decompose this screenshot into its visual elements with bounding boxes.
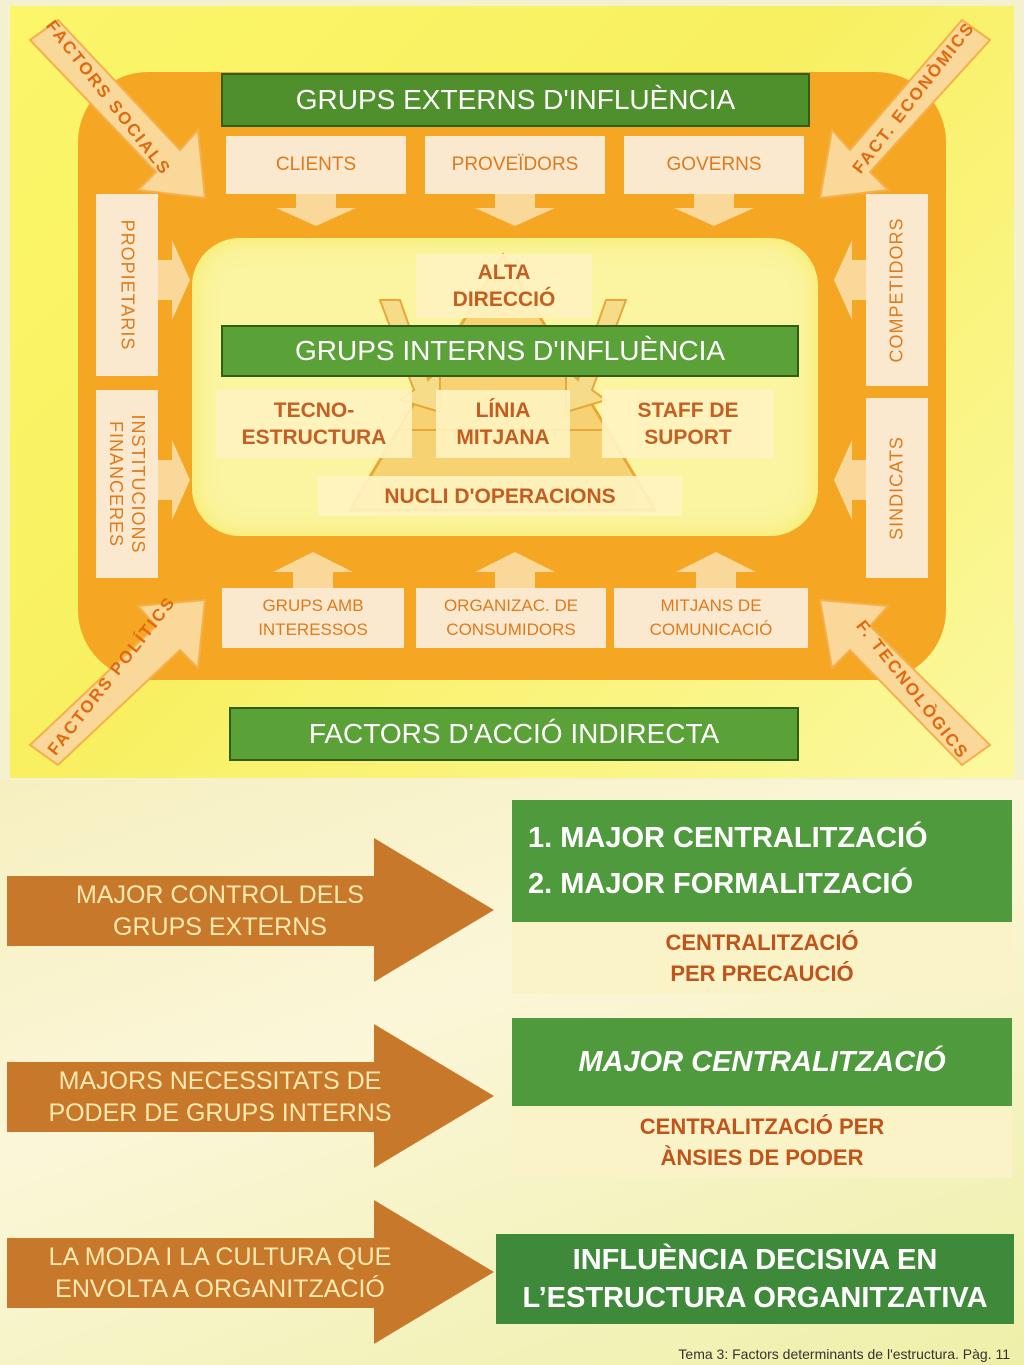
- external-clients: CLIENTS: [226, 136, 406, 194]
- arrow-technological: [818, 598, 992, 767]
- external-institucions-box: [96, 390, 158, 578]
- indirect-factors-title: FACTORS D'ACCIÓ INDIRECTA: [229, 707, 799, 761]
- arrow-competidors: [834, 240, 866, 320]
- cause-arrow-2: [7, 1024, 494, 1168]
- page-footer: Tema 3: Factors determinants de l'estruc…: [678, 1346, 1010, 1362]
- cause-arrow-1: [7, 838, 494, 982]
- external-governs: GOVERNS: [624, 136, 804, 194]
- external-grups-interessos: GRUPS AMB INTERESSOS: [222, 588, 404, 648]
- tecno-estructura: TECNO-ESTRUCTURA: [216, 390, 412, 458]
- arrow-governs: [674, 190, 754, 226]
- arrow-mitjans: [676, 552, 756, 590]
- cause-1: MAJOR CONTROL DELS GRUPS EXTERNS: [75, 881, 364, 941]
- arrow-proveidors: [475, 190, 555, 226]
- external-competidors-box: [866, 194, 928, 386]
- external-mitjans: MITJANS DE COMUNICACIÓ: [614, 588, 808, 648]
- external-groups-title: GRUPS EXTERNS D'INFLUÈNCIA: [221, 73, 810, 127]
- external-proveidors: PROVEÏDORS: [425, 136, 605, 194]
- arrow-economic: [818, 18, 992, 200]
- internal-groups-title: GRUPS INTERNS D'INFLUÈNCIA: [221, 325, 799, 377]
- arrow-consumidors: [475, 552, 555, 590]
- arrow-grups-interessos: [273, 552, 353, 590]
- effect-3: INFLUÈNCIA DECISIVA EN L’ESTRUCTURA ORGA…: [496, 1234, 1014, 1324]
- note-1: CENTRALITZACIÓ PER PRECAUCIÓ: [512, 922, 1012, 994]
- external-sindicats: SINDICATS: [886, 436, 907, 540]
- arrow-clients: [276, 190, 356, 226]
- alta-direccio: ALTA DIRECCIÓ: [416, 254, 592, 318]
- external-propietaris: PROPIETARIS: [117, 219, 138, 351]
- staff-suport: STAFF DE SUPORT: [602, 390, 774, 458]
- diagram-shapes: [28, 18, 992, 767]
- note-2: CENTRALITZACIÓ PER ÀNSIES DE PODER: [512, 1106, 1012, 1178]
- arrow-institucions: [158, 440, 190, 520]
- arrow-propietaris: [158, 240, 190, 320]
- arrow-social: [28, 18, 207, 200]
- cause-3: LA MODA I LA CULTURA QUE ENVOLTA A ORGAN…: [48, 1243, 392, 1303]
- effect-box-1: [512, 800, 1012, 922]
- external-institucions: INSTITUCIONS FINANCERES: [106, 414, 148, 554]
- external-sindicats-box: [866, 398, 928, 578]
- external-propietaris-box: [96, 194, 158, 376]
- external-competidors: COMPETIDORS: [886, 217, 907, 363]
- arrow-political: [28, 598, 207, 767]
- effect-1b: 2. MAJOR FORMALITZACIÓ: [528, 868, 914, 900]
- effect-1a: 1. MAJOR CENTRALITZACIÓ: [528, 822, 928, 854]
- arrow-sindicats: [834, 440, 866, 520]
- cause-2: MAJORS NECESSITATS DE PODER DE GRUPS INT…: [48, 1067, 392, 1127]
- linia-mitjana: LÍNIA MITJANA: [436, 390, 570, 458]
- cause-arrows: [7, 838, 494, 1344]
- effect-2: MAJOR CENTRALITZACIÓ: [512, 1018, 1012, 1106]
- external-consumidors: ORGANIZAC. DE CONSUMIDORS: [416, 588, 606, 648]
- cause-arrow-3: [7, 1200, 494, 1344]
- nucli-operacions: NUCLI D'OPERACIONS: [318, 476, 682, 516]
